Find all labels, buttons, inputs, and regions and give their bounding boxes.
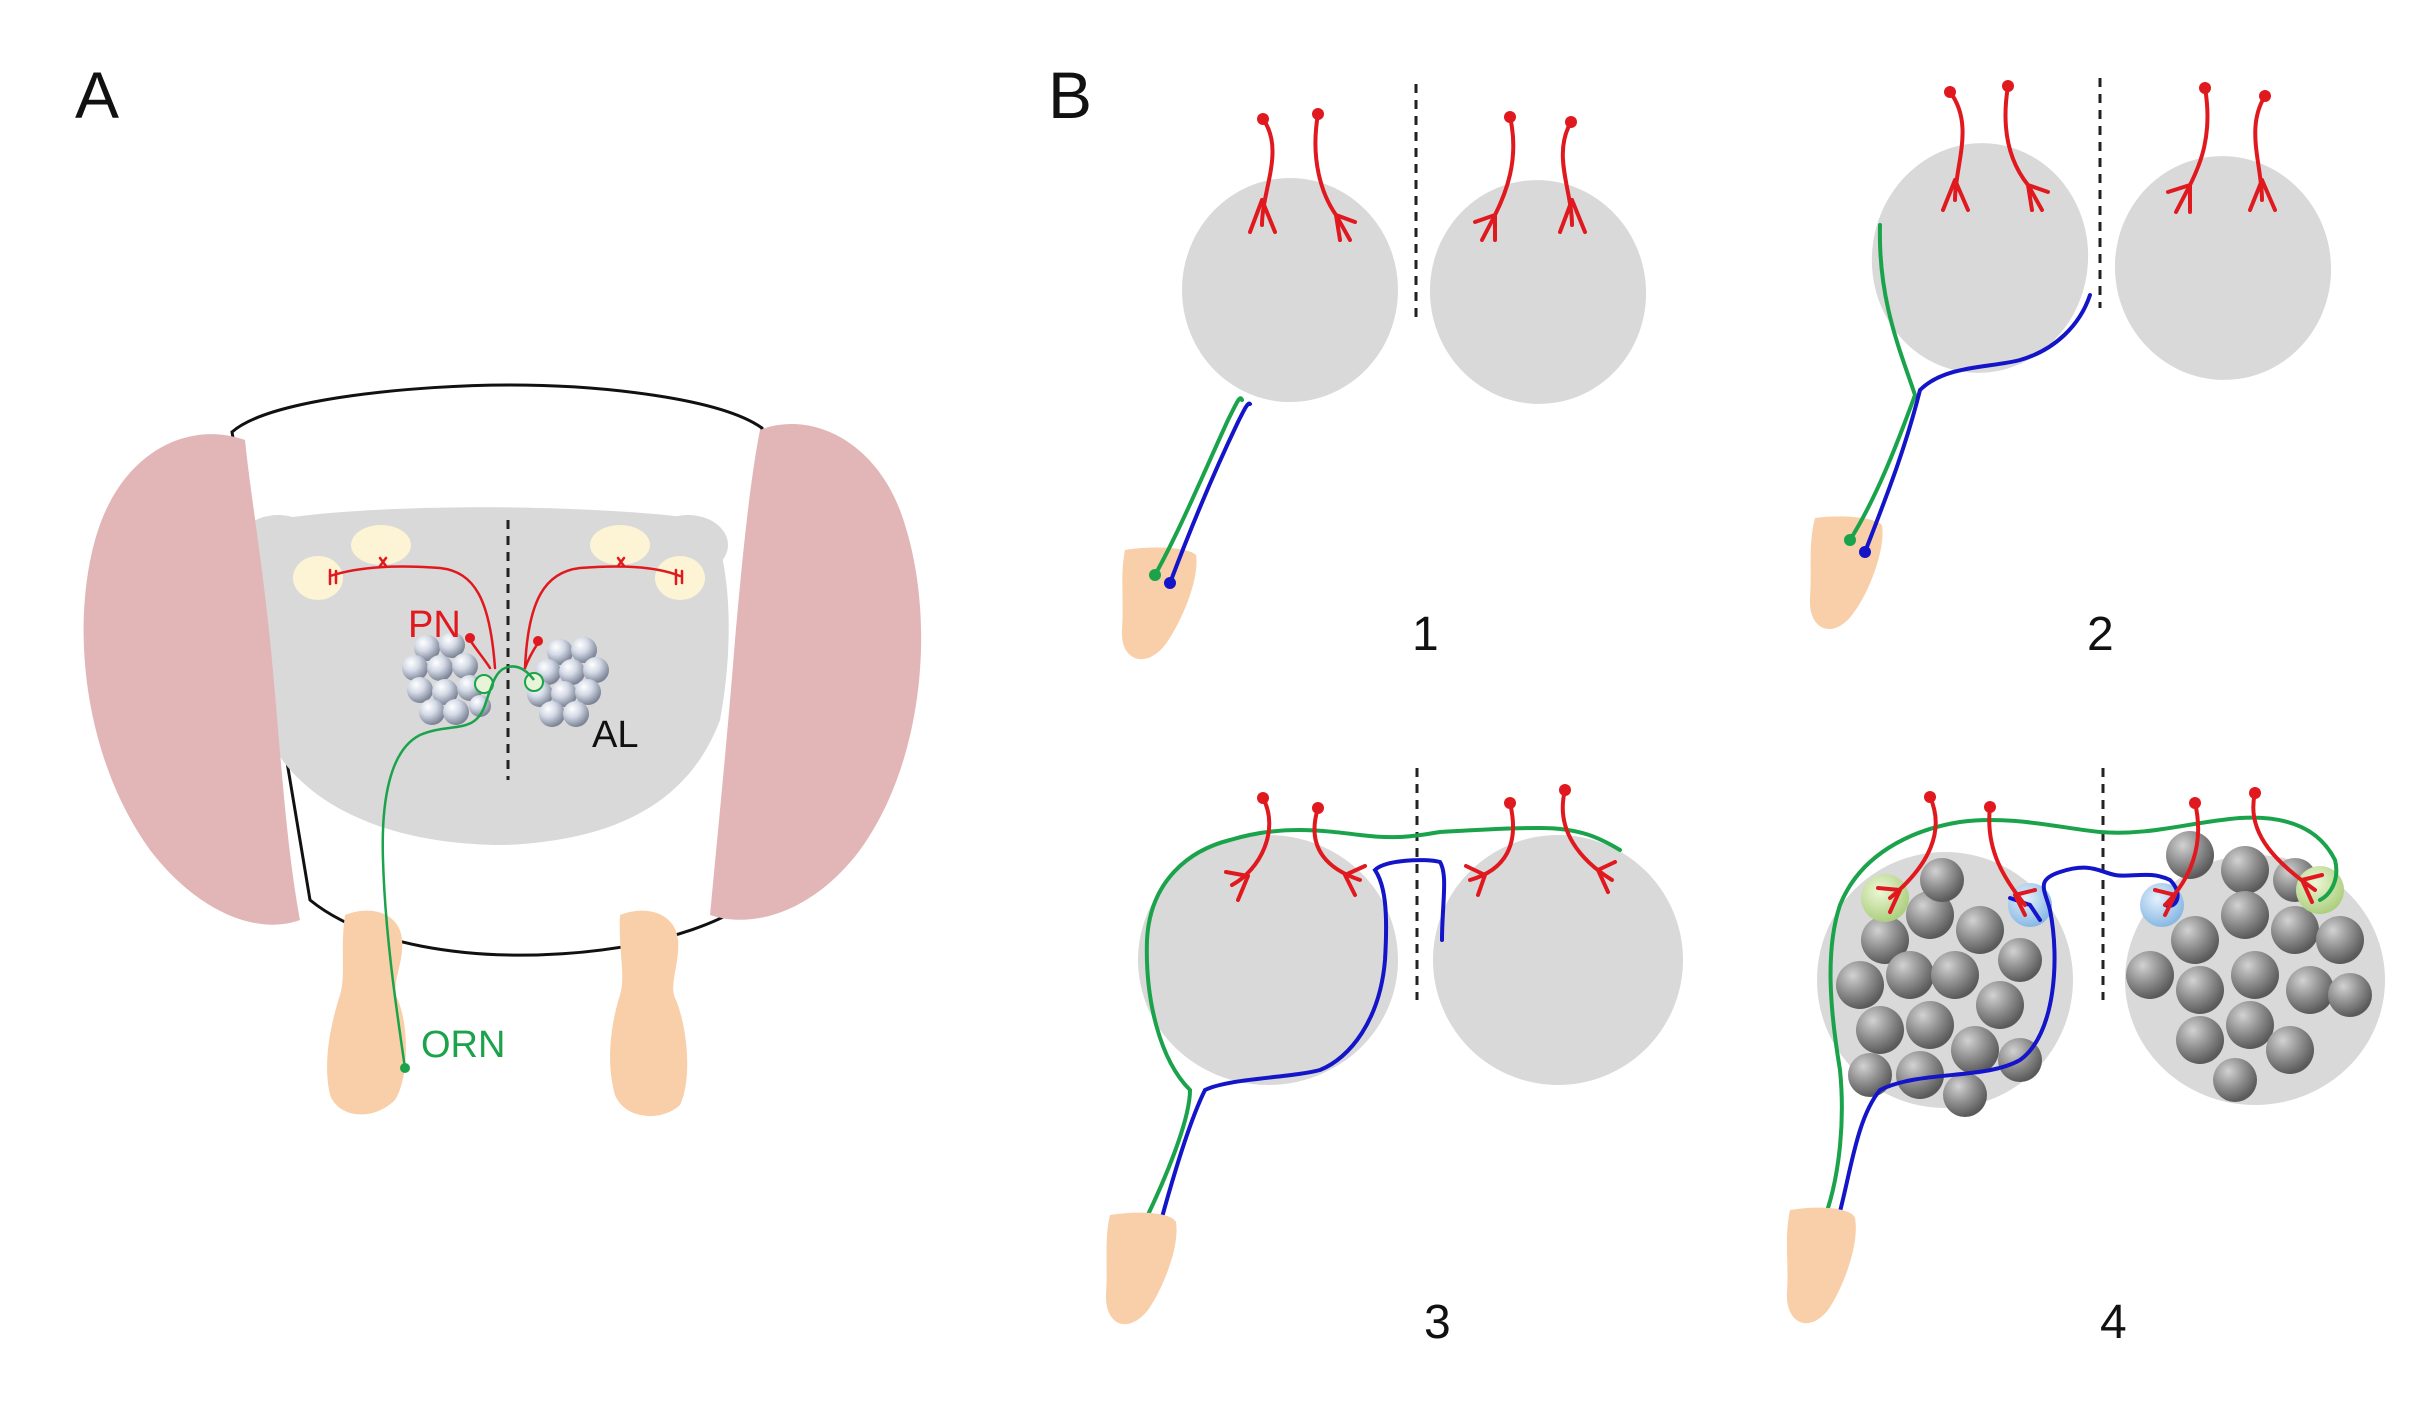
al-right-b2 bbox=[2114, 156, 2332, 380]
orn-green-b2-soma bbox=[1844, 534, 1856, 546]
pn-b4-2 bbox=[1987, 805, 2037, 917]
orn-green-b3 bbox=[1141, 825, 1622, 1227]
pn-b4-4-soma bbox=[2249, 787, 2261, 799]
panel-a: PN AL ORN bbox=[83, 383, 922, 1117]
pn-left-lh-mark bbox=[378, 556, 388, 568]
orn-blue-b2-soma bbox=[1859, 546, 1871, 558]
antenna-b2 bbox=[1809, 516, 1883, 630]
pn-left-soma bbox=[465, 633, 475, 643]
al-right-b3 bbox=[1433, 835, 1683, 1085]
pn-b2-2 bbox=[2003, 84, 2050, 212]
pn-b3-4 bbox=[1560, 788, 1617, 894]
orn-blue-b1 bbox=[1168, 401, 1252, 585]
panel-a-label: A bbox=[75, 58, 119, 132]
pn-b3-2-soma bbox=[1312, 802, 1324, 814]
orn-green-b4 bbox=[1820, 815, 2339, 1227]
pn-b2-3-soma bbox=[2199, 82, 2211, 94]
panel-b4: 4 bbox=[1786, 768, 2385, 1349]
pn-b2-2-soma bbox=[2002, 80, 2014, 92]
antenna-right bbox=[610, 910, 688, 1117]
pn-b3-3 bbox=[1464, 801, 1516, 897]
pn-b4-2-soma bbox=[1984, 801, 1996, 813]
al-left-b1 bbox=[1182, 178, 1398, 402]
antenna-left bbox=[327, 910, 406, 1115]
pn-b1-4 bbox=[1558, 120, 1587, 234]
pn-b1-2-soma bbox=[1312, 108, 1324, 120]
pn-b1-1 bbox=[1248, 117, 1277, 234]
calyx-right-lower bbox=[655, 556, 705, 600]
label-orn: ORN bbox=[421, 1024, 505, 1066]
orn-blue-b1-soma bbox=[1164, 577, 1176, 589]
glomeruli-right-b4 bbox=[2126, 831, 2372, 1102]
pn-b2-4-soma bbox=[2259, 90, 2271, 102]
antennal-lobe-right bbox=[524, 637, 609, 727]
step-label-4: 4 bbox=[2100, 1296, 2127, 1349]
antennal-lobe-left bbox=[402, 632, 494, 725]
orn-green-b1-soma bbox=[1149, 569, 1161, 581]
antenna-b4 bbox=[1786, 1207, 1856, 1324]
al-left-b3 bbox=[1138, 835, 1398, 1085]
pn-b1-3-soma bbox=[1504, 111, 1516, 123]
orn-blue-b2 bbox=[1863, 293, 2092, 554]
pn-b1-3 bbox=[1473, 115, 1516, 242]
orn-blue-b4 bbox=[1833, 865, 2180, 1232]
pn-b2-1 bbox=[1941, 90, 1970, 212]
optic-lobe-right bbox=[710, 424, 922, 920]
pn-b2-3 bbox=[2166, 86, 2210, 214]
al-left-b2 bbox=[1871, 143, 2089, 373]
glomeruli-left-b4 bbox=[1836, 858, 2052, 1117]
pn-b3-2 bbox=[1312, 806, 1367, 897]
antenna-b3 bbox=[1105, 1212, 1177, 1325]
calyx-left-lower bbox=[293, 556, 343, 600]
pn-b3-1-soma bbox=[1257, 792, 1269, 804]
pn-b3-3-soma bbox=[1504, 797, 1516, 809]
target-glomerulus-green-left bbox=[1861, 874, 1909, 922]
pn-b3-4-soma bbox=[1559, 784, 1571, 796]
optic-lobe-left bbox=[83, 434, 300, 925]
panel-b1: 1 bbox=[1121, 84, 1647, 661]
panel-b-label: B bbox=[1048, 58, 1092, 132]
pn-b4-3-soma bbox=[2189, 797, 2201, 809]
pn-b2-4 bbox=[2248, 94, 2277, 212]
pn-b4-3 bbox=[2153, 801, 2201, 917]
panel-b3: 3 bbox=[1105, 768, 1683, 1349]
pn-b1-2 bbox=[1313, 112, 1357, 242]
calyx-left-upper bbox=[351, 525, 411, 565]
pn-b3-1 bbox=[1224, 796, 1272, 902]
orn-axon-a bbox=[381, 665, 535, 1069]
pn-left-calyx-branch bbox=[328, 568, 338, 586]
al-right-b1 bbox=[1429, 180, 1647, 404]
orn-green-b1 bbox=[1153, 396, 1244, 577]
pn-right-lh-mark bbox=[616, 556, 626, 568]
orn-blue-b3 bbox=[1156, 858, 1447, 1234]
orn-soma-a bbox=[400, 1063, 410, 1073]
pn-right-axon bbox=[523, 565, 682, 670]
pn-b4-1-soma bbox=[1924, 791, 1936, 803]
label-pn: PN bbox=[408, 604, 461, 646]
pn-left-dendrite bbox=[468, 638, 492, 670]
pn-right-soma bbox=[533, 636, 543, 646]
pn-b1-1-soma bbox=[1257, 113, 1269, 125]
step-label-3: 3 bbox=[1424, 1296, 1451, 1349]
orn-green-b2 bbox=[1848, 223, 1918, 542]
pn-right-calyx-branch bbox=[674, 568, 684, 586]
step-label-1: 1 bbox=[1412, 608, 1439, 661]
step-label-2: 2 bbox=[2087, 608, 2114, 661]
label-al: AL bbox=[592, 714, 638, 756]
calyx-right-upper bbox=[590, 525, 650, 565]
pn-b1-4-soma bbox=[1565, 116, 1577, 128]
pn-b4-1 bbox=[1876, 795, 1938, 914]
panel-b2: 2 bbox=[1809, 78, 2332, 661]
antenna-b1 bbox=[1121, 547, 1197, 660]
pn-b4-4 bbox=[2251, 791, 2324, 904]
pn-b2-1-soma bbox=[1944, 86, 1956, 98]
pn-left-axon bbox=[328, 565, 497, 670]
